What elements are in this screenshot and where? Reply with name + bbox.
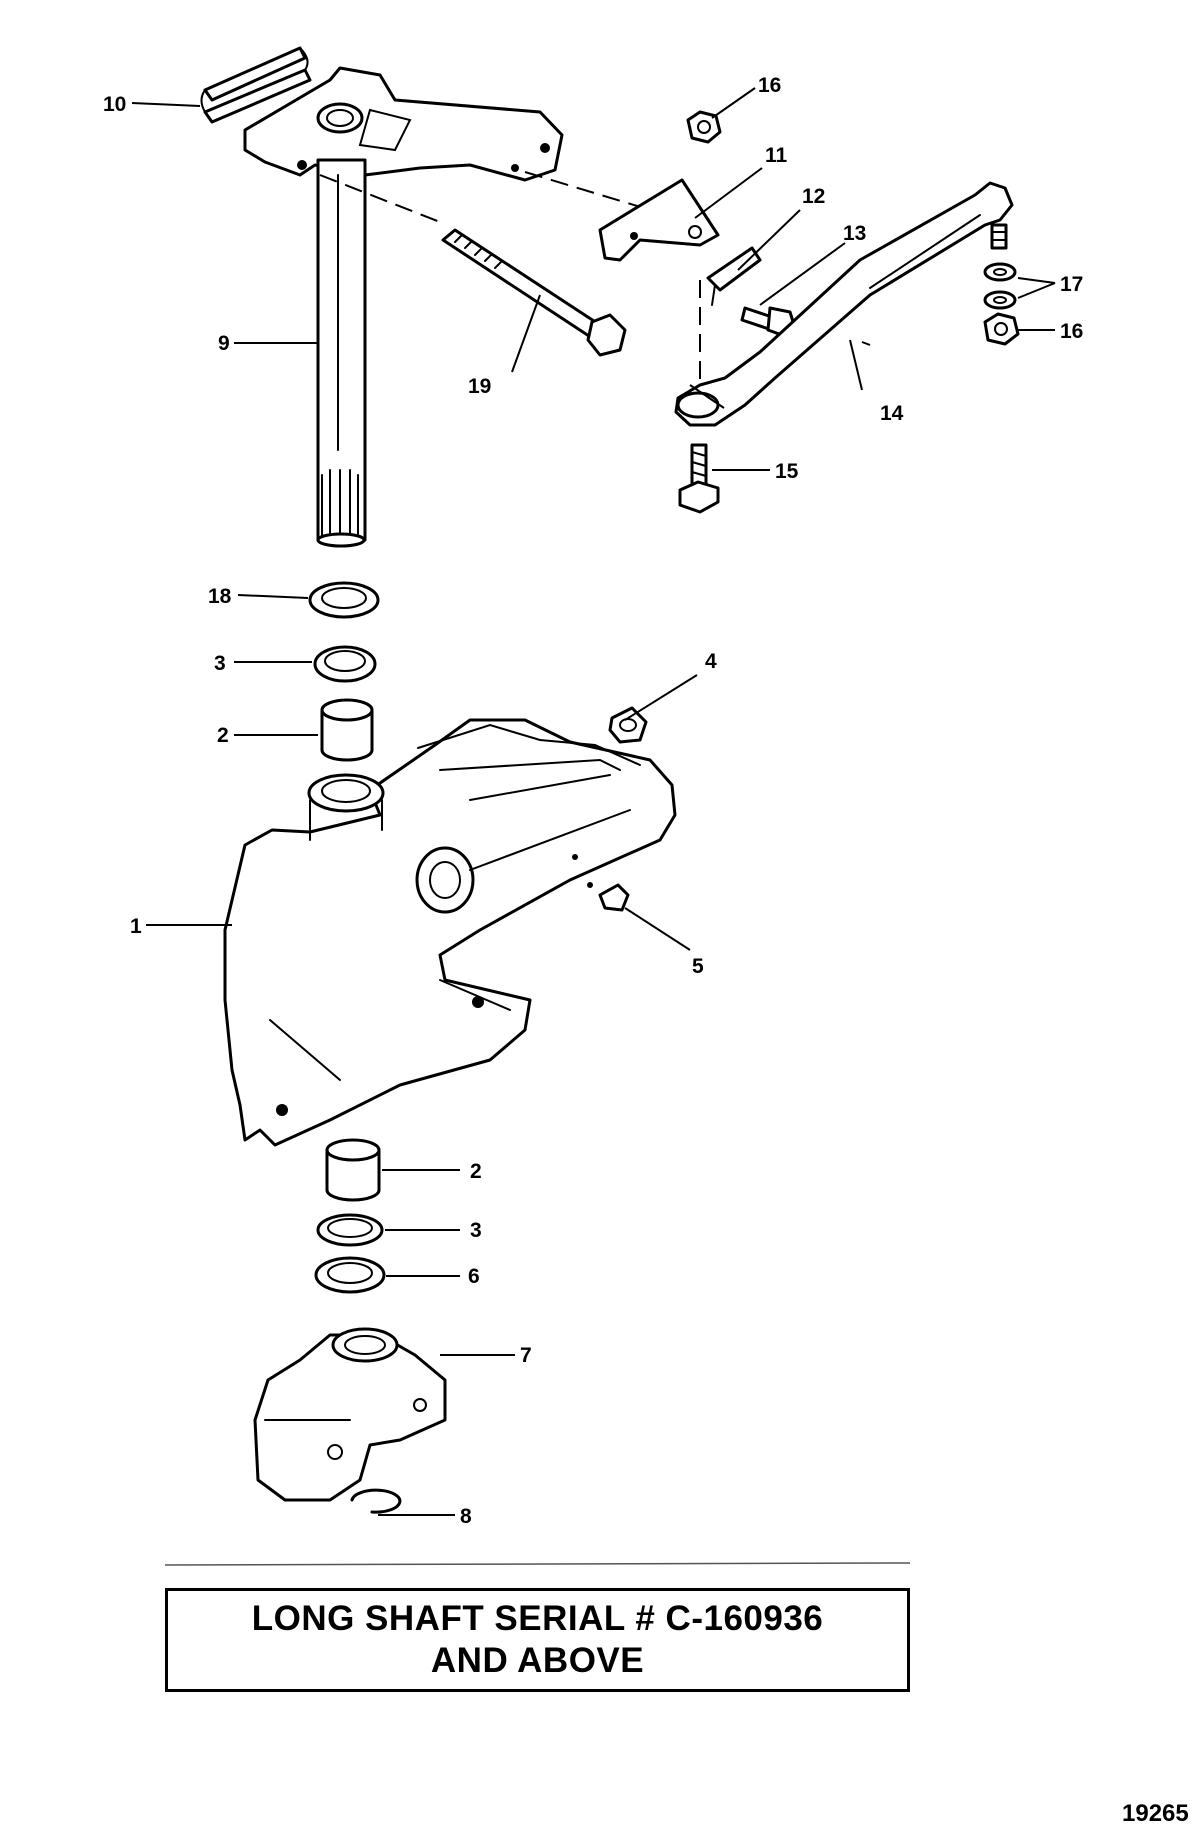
part-12-clip [706, 246, 762, 306]
part-18-washer [308, 581, 380, 619]
part-6-washer [314, 1256, 386, 1294]
part-5-grease-fitting [587, 882, 630, 912]
caption-line-2: AND ABOVE [430, 1641, 645, 1680]
callout-4: 4 [705, 650, 717, 673]
callout-5: 5 [692, 955, 704, 978]
caption-line-1: LONG SHAFT SERIAL # C-160936 [251, 1599, 824, 1638]
part-2-bushing-lower [325, 1138, 381, 1202]
callout-2-lower: 2 [470, 1160, 482, 1183]
figure-number: 19265 [1122, 1800, 1189, 1827]
part-10-clip [200, 46, 312, 124]
part-17-washers [983, 262, 1017, 310]
callout-16-top: 16 [758, 74, 781, 97]
part-9-swivel-shaft [243, 66, 564, 548]
separator-line [164, 1562, 911, 1566]
callout-1: 1 [130, 915, 142, 938]
callout-18: 18 [208, 585, 232, 608]
callout-8: 8 [460, 1505, 472, 1528]
part-2-bushing-upper [320, 698, 374, 762]
callout-labels: 10 9 19 16 11 12 13 17 16 14 15 18 3 4 2… [103, 74, 1083, 1528]
part-1-swivel-bracket [223, 718, 677, 1147]
part-11-bracket [598, 178, 720, 262]
callout-10: 10 [103, 93, 126, 116]
part-15-screw [678, 443, 720, 514]
caption-box: LONG SHAFT SERIAL # C-160936 AND ABOVE [165, 1588, 910, 1692]
callout-6: 6 [468, 1265, 480, 1288]
part-14-link-arm [674, 181, 1014, 427]
callout-3-upper: 3 [214, 652, 226, 675]
callout-17: 17 [1060, 273, 1083, 296]
callout-9: 9 [218, 332, 230, 355]
part-16-nut-right [983, 312, 1020, 346]
callout-19: 19 [468, 375, 491, 398]
leader-lines [131, 87, 1056, 1516]
part-16-nut-top [686, 110, 722, 144]
callout-15: 15 [775, 460, 799, 483]
part-3-seal-upper [313, 645, 377, 683]
callout-3-lower: 3 [470, 1219, 482, 1242]
part-7-yoke [253, 1327, 447, 1502]
callout-14: 14 [880, 402, 904, 425]
part-19-bolt [441, 228, 627, 357]
callout-7: 7 [520, 1344, 532, 1367]
callout-2-upper: 2 [217, 724, 229, 747]
callout-12: 12 [802, 185, 825, 208]
part-8-retaining-ring [350, 1488, 402, 1514]
part-4-bushing [608, 706, 648, 744]
callout-16-right: 16 [1060, 320, 1083, 343]
callout-13: 13 [843, 222, 866, 245]
callout-11: 11 [765, 144, 788, 167]
part-3-seal-lower [316, 1213, 384, 1247]
